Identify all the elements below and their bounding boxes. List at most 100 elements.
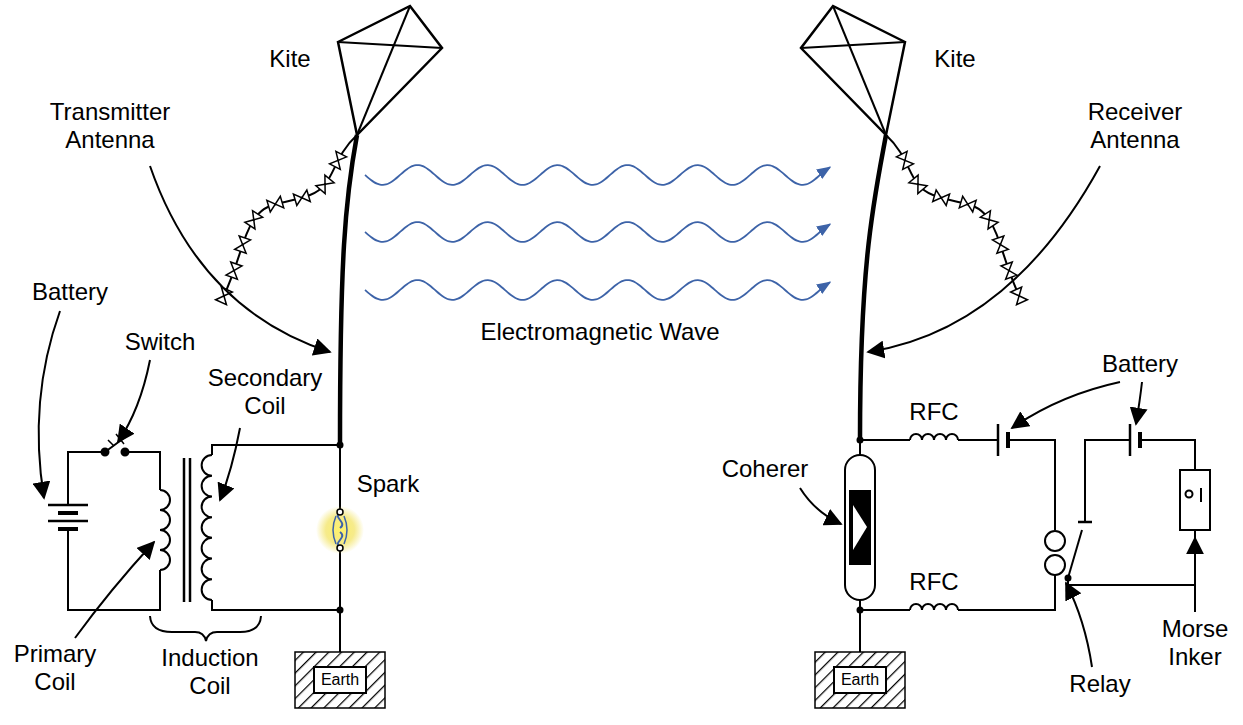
kite-drawing: [909, 175, 927, 193]
battery-symbol: [1006, 432, 1010, 448]
battery-symbol: [58, 527, 78, 531]
receiver-circuit: [1068, 530, 1195, 585]
antenna-label: Receiver Antenna: [1070, 98, 1200, 154]
battery-symbol: [48, 505, 88, 529]
transmitter-circuit: [339, 548, 341, 652]
receiver-circuit: [1008, 440, 1055, 530]
spark-gap: [316, 506, 364, 554]
induction-coil-winding: [160, 490, 170, 570]
coil-label: Secondary Coil: [203, 364, 327, 420]
battery-symbol: [998, 424, 1140, 456]
kite-drawing: [801, 42, 905, 48]
coil-label: Induction Coil: [150, 644, 270, 700]
inker-label: Morse Inker: [1155, 615, 1235, 671]
kite-drawing: [1011, 287, 1028, 305]
ground-text: Earth: [321, 670, 359, 690]
kite-drawing: [293, 190, 310, 205]
induction-coil-winding: [910, 604, 958, 610]
relay-symbol: [1045, 522, 1092, 581]
spark-gap: [337, 545, 343, 551]
kite-drawing: [235, 236, 251, 253]
kite-drawing: [222, 135, 357, 300]
kite-drawing: [896, 151, 913, 169]
ground-text: Earth: [841, 670, 879, 690]
leader-arrow: [39, 166, 1195, 667]
relay-symbol: [1045, 531, 1065, 551]
wave-label: Electromagnetic Wave: [440, 318, 760, 346]
morse-inker-symbol: [1186, 491, 1193, 498]
transmitter-circuit: [125, 452, 160, 490]
receiver-circuit: [958, 575, 1055, 610]
leader-arrow: [150, 166, 330, 352]
kite-label: Kite: [915, 45, 995, 73]
battery-label: Battery: [1090, 350, 1190, 378]
iron-core: [189, 458, 192, 602]
transmitter-circuit: [339, 445, 341, 512]
receiver-circuit: [1085, 440, 1130, 522]
electromagnetic-wave: [365, 222, 830, 242]
receiver-circuit: [1140, 440, 1195, 470]
switch-symbol: [122, 449, 129, 456]
battery-symbol: [48, 504, 88, 507]
induction-coil-winding: [910, 434, 958, 440]
receiver-circuit: [860, 439, 910, 441]
coherer-label: Coherer: [710, 455, 820, 483]
relay-symbol: [1068, 530, 1082, 578]
kite-drawing: [1001, 262, 1017, 279]
coherer-symbol: [845, 455, 875, 600]
kite-drawing: [245, 211, 263, 229]
coherer-symbol: [853, 505, 867, 550]
leader-arrow: [39, 311, 60, 498]
battery-symbol: [997, 424, 1000, 456]
antenna-wire: [860, 135, 886, 440]
kite-label: Kite: [250, 45, 330, 73]
spark-gap: [337, 509, 343, 515]
ground-hatch: [295, 652, 905, 708]
leader-arrow: [75, 542, 154, 638]
leader-arrow: [1136, 382, 1142, 424]
morse-inker-symbol: [1180, 470, 1210, 530]
spark-label: Spark: [348, 470, 428, 498]
rfc-label: RFC: [899, 568, 969, 596]
antenna-label: Transmitter Antenna: [35, 98, 185, 154]
battery-label: Battery: [20, 278, 120, 306]
morse-inker-symbol: [1200, 488, 1202, 502]
receiver-circuit: [860, 609, 910, 611]
antenna-wire: [340, 135, 886, 445]
leader-arrow: [220, 428, 240, 500]
junction-dot: [337, 442, 344, 449]
battery-symbol: [1138, 432, 1142, 448]
receiver-circuit: [860, 440, 1195, 652]
kite-drawing: [338, 6, 442, 135]
battery-symbol: [48, 520, 88, 523]
battery-symbol: [58, 511, 78, 515]
junction-dot: [337, 437, 864, 614]
kite-drawing: [226, 262, 242, 279]
ground-box: Earth: [833, 666, 887, 694]
kite-drawing: [992, 236, 1008, 253]
kite-drawing: [216, 6, 442, 305]
kite-drawing: [330, 151, 347, 169]
junction-dot: [337, 607, 344, 614]
kite-drawing: [267, 196, 284, 211]
transmitter-circuit: [68, 529, 160, 610]
coil-label: Primary Coil: [5, 640, 105, 696]
leader-arrow: [118, 360, 150, 442]
transmitter-circuit: [212, 445, 340, 455]
leader-arrow: [868, 166, 1100, 352]
kite-drawing: [886, 135, 1021, 300]
relay-symbol: [1066, 576, 1071, 581]
induction-coil-bracket: [150, 616, 261, 641]
kite-drawing: [933, 190, 950, 205]
kite-drawing: [316, 175, 334, 193]
coherer-symbol: [845, 455, 875, 600]
morse-inker-symbol: [1180, 470, 1210, 530]
induction-coil-winding: [202, 455, 212, 600]
electromagnetic-wave: [365, 165, 830, 185]
antenna-wire: [340, 135, 357, 445]
kite-drawing: [801, 6, 1027, 305]
spark-gap: [338, 512, 343, 548]
kite-drawing: [216, 6, 1028, 305]
